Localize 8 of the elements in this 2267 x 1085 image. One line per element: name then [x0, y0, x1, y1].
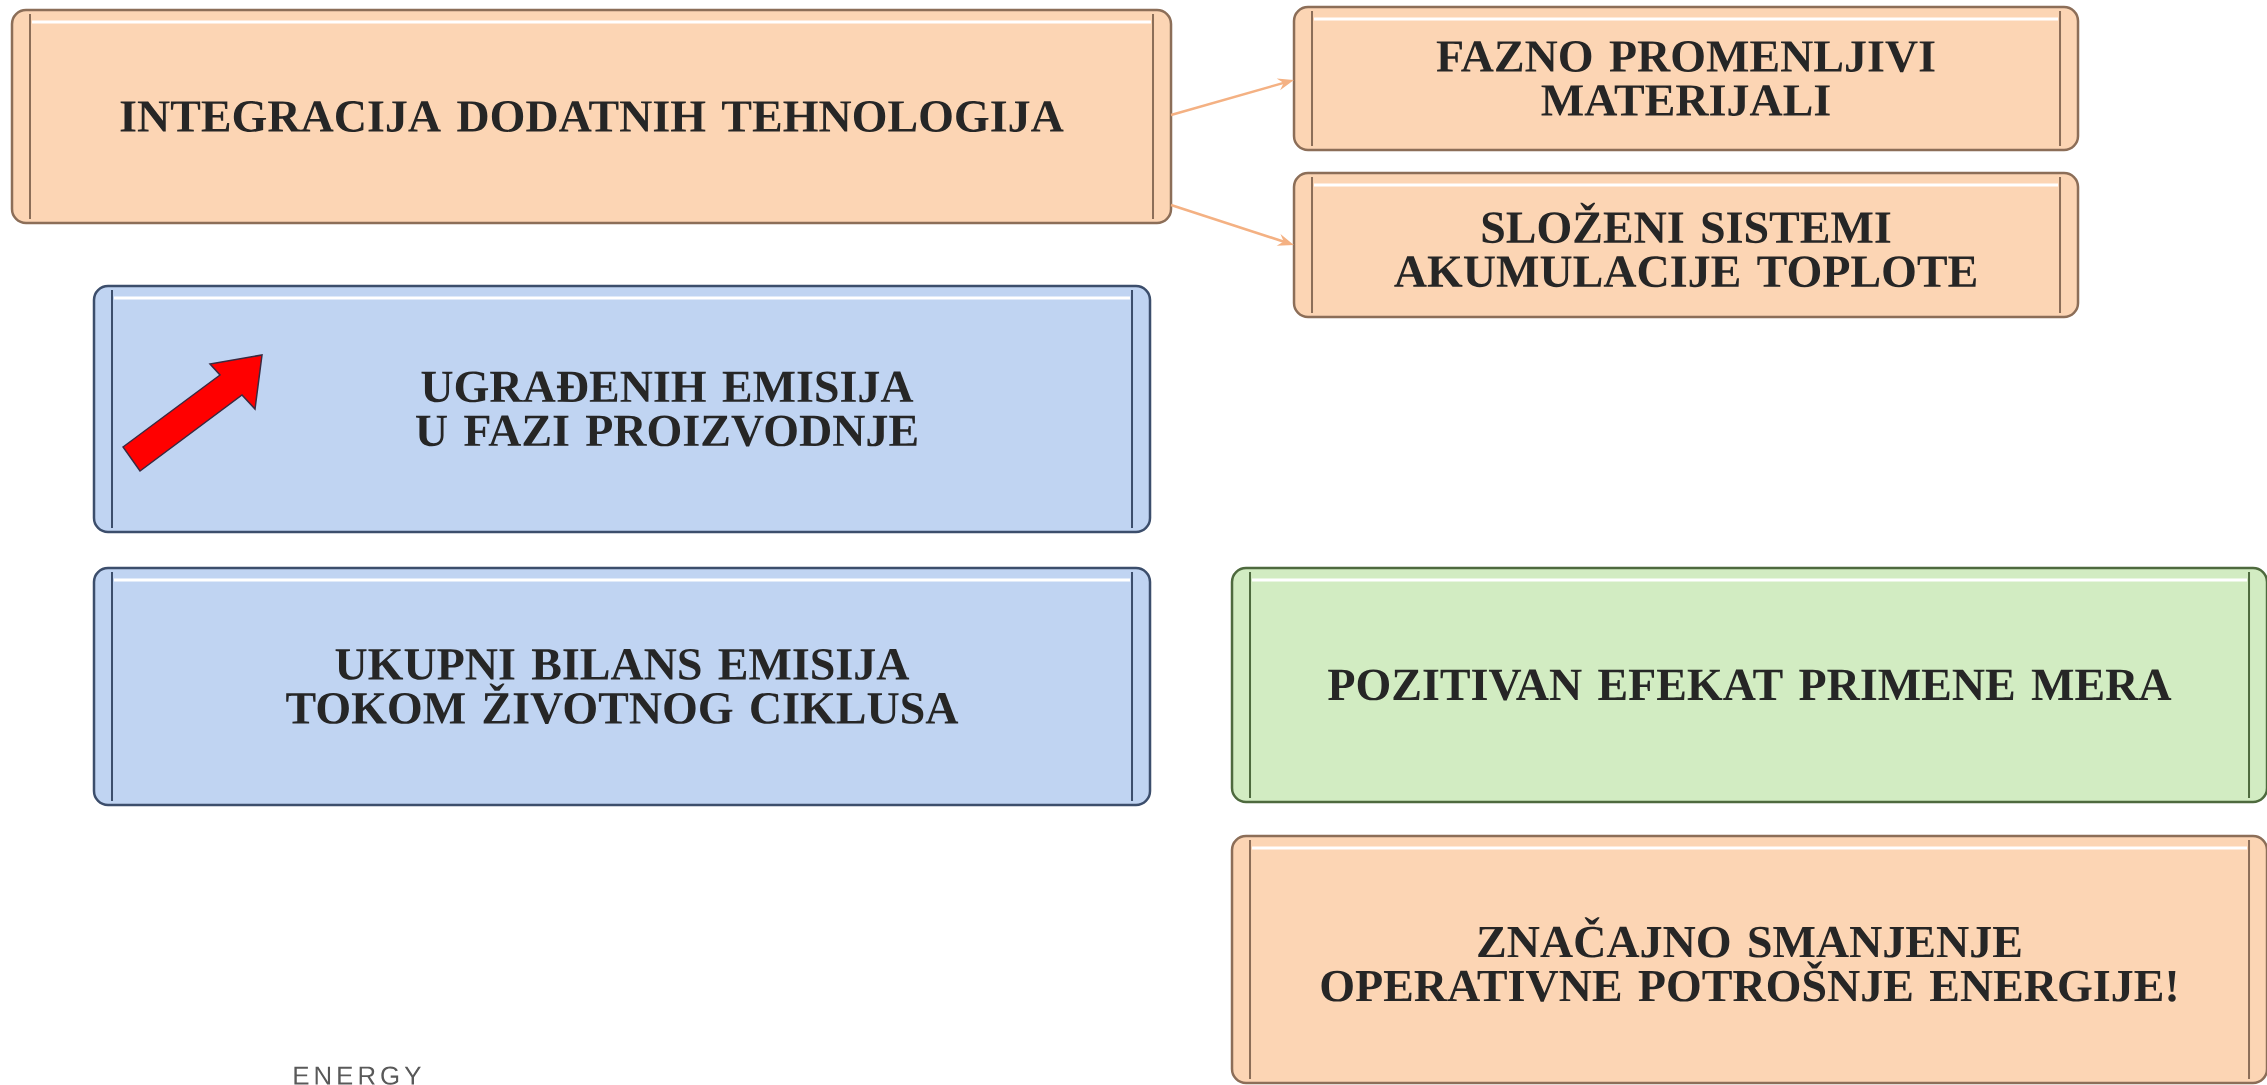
process-box: ZNAČAJNO SMANJENJE OPERATIVNE POTROŠNJE ENERGIJE! [1230, 834, 2267, 1085]
process-box: POZITIVAN EFEKAT PRIMENE MERA [1230, 566, 2267, 804]
process-box: UGRAĐENIH EMISIJA U FAZI PROIZVODNJE [92, 284, 1152, 534]
process-box: INTEGRACIJA DODATNIH TEHNOLOGIJA [10, 8, 1173, 225]
process-box: UKUPNI BILANS EMISIJA TOKOM ŽIVOTNOG CIKLUSA [92, 566, 1152, 807]
process-box: SLOŽENI SISTEMI AKUMULACIJE TOPLOTE [1292, 171, 2080, 319]
process-box: FAZNO PROMENLJIVI MATERIJALI [1292, 5, 2080, 152]
footer-text: ENERGY [294, 1066, 421, 1085]
